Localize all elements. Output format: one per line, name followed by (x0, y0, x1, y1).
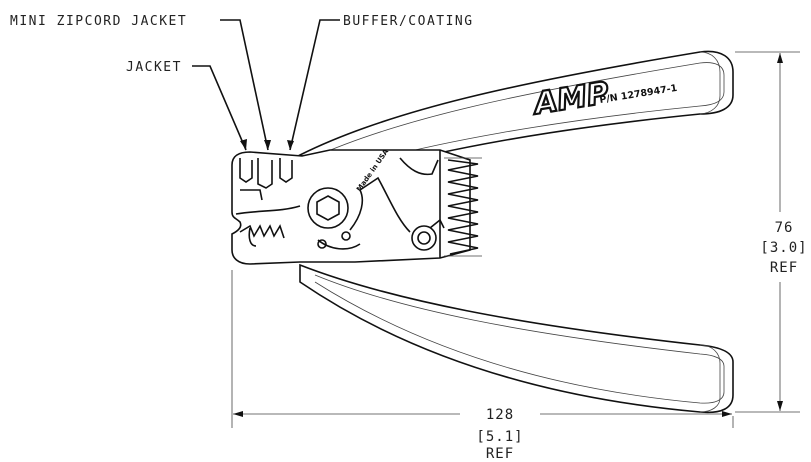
tool-head (231, 149, 471, 265)
height-alternate: [3.0] (760, 240, 807, 256)
length-alternate: [5.1] (476, 429, 523, 445)
dimension-length: 128 [5.1] REF (231, 270, 734, 462)
dimension-height: 76 [3.0] REF (735, 51, 807, 413)
height-value: 76 (775, 220, 794, 236)
length-ref-note: REF (486, 446, 514, 462)
lower-handle (299, 263, 734, 414)
callout-mini-zipcord-jacket: MINI ZIPCORD JACKET (10, 14, 187, 29)
callout-buffer-coating: BUFFER/COATING (343, 14, 474, 29)
length-value: 128 (486, 407, 514, 423)
leader-lines (192, 19, 340, 151)
return-spring (447, 159, 479, 255)
upper-handle (298, 50, 734, 179)
callout-jacket: JACKET (126, 60, 182, 75)
height-ref-note: REF (770, 260, 798, 276)
